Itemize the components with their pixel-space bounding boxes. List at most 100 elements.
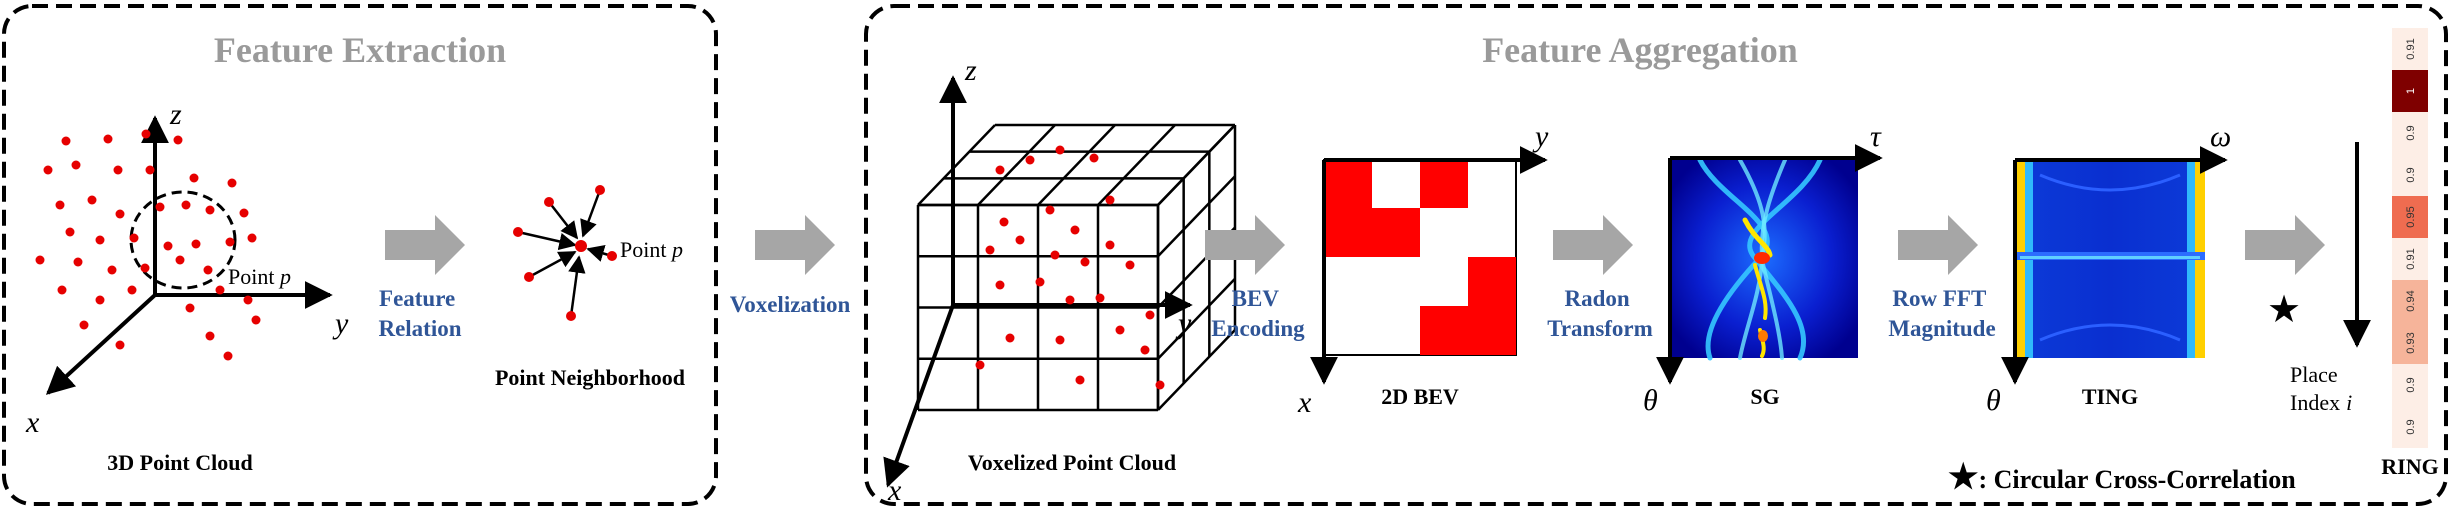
voxel-point (1095, 293, 1105, 303)
cloud-point (163, 241, 173, 251)
cloud-point (141, 129, 151, 139)
ring-cell (2392, 280, 2428, 322)
ring-cell (2392, 196, 2428, 238)
cloud-point (203, 265, 213, 275)
legend-star: ★ (1948, 459, 1978, 496)
cloud-point (71, 160, 81, 170)
point-p-label: Point p (228, 264, 291, 289)
cloud-point (145, 165, 155, 175)
sg-axes (1656, 144, 1883, 385)
cloud-point (107, 265, 117, 275)
gray-arrow (385, 215, 465, 275)
point-cloud-axes (45, 115, 333, 395)
voxelized-point-cloud-caption: Voxelized Point Cloud (968, 450, 1176, 475)
voxel-point (1105, 240, 1115, 250)
voxel-axis-y-label: y (1175, 307, 1192, 340)
feature-extraction-panel (2, 4, 718, 506)
cloud-point (239, 208, 249, 218)
ring-cell (2392, 28, 2428, 70)
feature-aggregation-panel (864, 4, 2448, 506)
cloud-point (225, 237, 235, 247)
circular-correlation-legend: ★: Circular Cross-Correlation (1948, 459, 2296, 496)
feature-extraction-title: Feature Extraction (214, 30, 506, 70)
voxel-points (975, 145, 1165, 390)
ring-cell (2392, 70, 2428, 112)
cloud-point (173, 135, 183, 145)
neighborhood-points (513, 185, 617, 321)
voxel-point (1005, 333, 1015, 343)
voxel-point (1055, 335, 1065, 345)
ring-cell-value: 1 (2405, 88, 2417, 94)
cloud-point (205, 331, 215, 341)
cloud-point (57, 285, 67, 295)
ring-cell-value: 0.9 (2405, 167, 2417, 182)
cloud-point (185, 303, 195, 313)
cloud-point (113, 165, 123, 175)
gray-arrow (1898, 215, 1978, 275)
voxel-point (1015, 235, 1025, 245)
cloud-point (223, 351, 233, 361)
voxel-point (1070, 225, 1080, 235)
voxel-point (1145, 310, 1155, 320)
voxel-point (985, 245, 995, 255)
ring-cell-value: 0.9 (2405, 125, 2417, 140)
neighborhood-point-p-label: Point p (620, 237, 683, 262)
neighborhood-star (517, 189, 613, 317)
ring-cell-value: 0.9 (2405, 419, 2417, 434)
ring-cell (2392, 406, 2428, 448)
cloud-point (155, 202, 165, 212)
voxel-point (1035, 277, 1045, 287)
cloud-point (215, 285, 225, 295)
bev-axis-x-label: x (1297, 386, 1312, 419)
voxel-point (1080, 257, 1090, 267)
voxel-grid (916, 123, 1237, 412)
ring-cell (2392, 364, 2428, 406)
cloud-point (205, 205, 215, 215)
neighborhood-circle (129, 190, 237, 290)
cloud-point (73, 257, 83, 267)
voxel-point (1055, 145, 1065, 155)
sinogram-image (1670, 157, 1858, 361)
voxel-point (1105, 195, 1115, 205)
voxel-point (1115, 325, 1125, 335)
axis-z-label: z (169, 98, 182, 131)
cloud-point (55, 200, 65, 210)
gray-arrow (755, 215, 835, 275)
voxel-axes (883, 75, 1193, 488)
cloud-point (61, 136, 71, 146)
cloud-point (43, 165, 53, 175)
ting-image (2015, 160, 2205, 358)
ting-axis-theta-label: θ (1986, 384, 2001, 417)
gray-arrow (1205, 215, 1285, 275)
voxel-point (1050, 250, 1060, 260)
bev-image (1323, 159, 1517, 356)
feature-relation-label: Feature Relation (378, 286, 461, 341)
voxelization-label: Voxelization (730, 292, 851, 317)
bev-axes (1310, 146, 1548, 385)
gray-arrow (1553, 215, 1633, 275)
point-cloud-points (35, 129, 261, 361)
voxel-axis-z-label: z (964, 54, 977, 87)
cloud-point (140, 263, 150, 273)
cloud-point (79, 320, 89, 330)
voxel-axis-x-label: x (887, 474, 902, 507)
ring-cell-value: 0.95 (2405, 206, 2417, 227)
ring-cell-value: 0.91 (2405, 38, 2417, 59)
cloud-point (115, 209, 125, 219)
ring-cell-value: 0.93 (2405, 332, 2417, 353)
correlation-star: ★ (2267, 289, 2301, 331)
voxel-point (1089, 153, 1099, 163)
voxel-point (995, 165, 1005, 175)
voxel-point (1155, 380, 1165, 390)
ring-cell (2392, 322, 2428, 364)
cloud-point (175, 255, 185, 265)
voxel-point (1075, 375, 1085, 385)
cloud-point (127, 285, 137, 295)
voxel-point (995, 280, 1005, 290)
axis-y-label: y (332, 307, 349, 340)
cloud-point (115, 340, 125, 350)
cloud-point (65, 227, 75, 237)
